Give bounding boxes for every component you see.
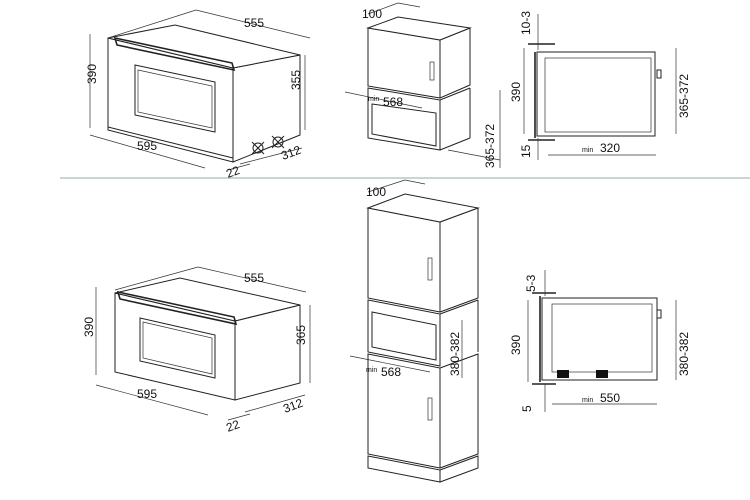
top-section-min-label: min: [582, 147, 593, 154]
bottom-section-min-label: min: [582, 397, 593, 404]
bottom-cabinet-depth-label: 100: [366, 185, 386, 199]
bottom-section-height-label: 390: [509, 335, 523, 355]
top-cabinet-depth-label: 100: [362, 7, 382, 21]
bottom-section-dimensions: [527, 270, 677, 412]
top-section-bottomgap-label: 15: [519, 144, 533, 158]
bottom-cabinet-drawing: [366, 193, 480, 483]
bottom-oven-depth-label: 312: [281, 396, 305, 416]
top-section-drawing: [528, 43, 662, 141]
top-oven-width-label: 555: [244, 16, 264, 30]
top-section-dimensions: [523, 14, 677, 160]
bottom-section-topgap-label: 5-3: [524, 274, 538, 292]
top-cabinet-dimensions: [344, 2, 501, 168]
top-cabinet-width-label: 568: [383, 95, 403, 109]
top-section-height-label: 390: [509, 82, 523, 102]
bottom-cabinet-width-label: 568: [381, 365, 401, 379]
top-section-topgap-label: 10-3: [519, 11, 533, 35]
top-oven-front-width-label: 595: [137, 139, 157, 153]
bottom-oven-side-height-label: 365: [294, 325, 308, 345]
top-cabinet-opening-label: 365-372: [483, 124, 497, 168]
bottom-section-opening-label: 380-382: [677, 332, 691, 376]
bottom-oven-width-label: 555: [244, 271, 264, 285]
bottom-cabinet-opening-label: 380-382: [448, 332, 462, 376]
bottom-section-drawing: [532, 292, 662, 385]
bottom-section-bottomgap-label: 5: [520, 405, 534, 412]
top-oven-offset-label: 22: [224, 163, 242, 181]
top-oven-drawing: [107, 24, 301, 163]
bottom-oven-offset-label: 22: [224, 417, 242, 435]
bottom-cabinet-dimensions: [349, 179, 463, 378]
bottom-oven-dimensions: [95, 266, 311, 421]
top-oven-height-label: 390: [85, 64, 99, 84]
bottom-section-depth-label: 550: [600, 391, 620, 405]
top-fixing-screws: [251, 135, 285, 155]
top-cabinet-min-label: min: [368, 96, 379, 103]
bottom-cabinet-min-label: min: [366, 367, 377, 374]
top-cabinet-drawing: [366, 16, 472, 151]
top-oven-side-height-label: 355: [289, 70, 303, 90]
top-section-depth-label: 320: [600, 141, 620, 155]
top-oven-dimensions: [89, 9, 311, 171]
bottom-oven-height-label: 390: [82, 317, 96, 337]
bottom-oven-drawing: [114, 277, 301, 401]
top-oven-depth-label: 312: [279, 143, 303, 163]
bottom-oven-front-width-label: 595: [137, 387, 157, 401]
top-section-opening-label: 365-372: [677, 74, 691, 118]
